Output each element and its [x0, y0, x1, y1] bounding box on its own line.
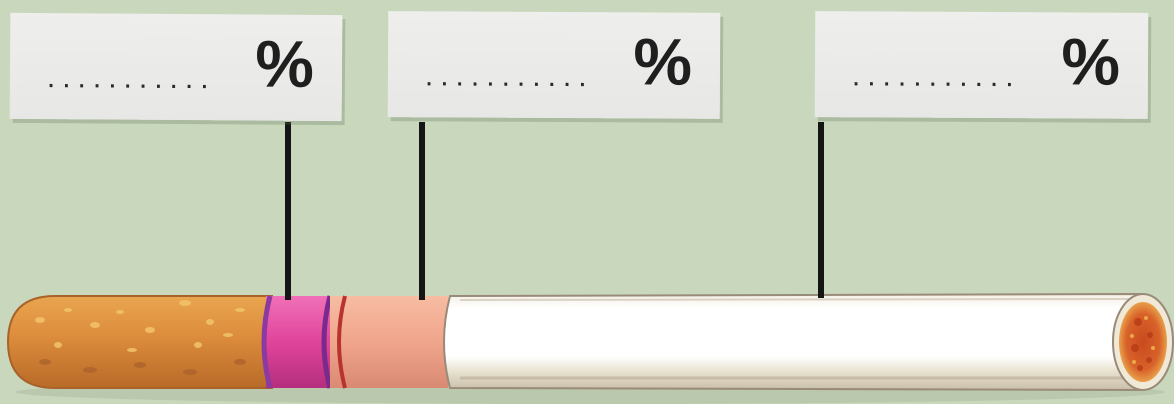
- pointer-line-band-boundary: [419, 122, 425, 300]
- ember-end: [1112, 293, 1174, 391]
- answer-blank-1[interactable]: ...........: [46, 61, 216, 96]
- paper-segment: [443, 292, 1141, 392]
- pointer-line-filter-boundary: [285, 122, 291, 300]
- answer-blank-3[interactable]: ...........: [851, 59, 1021, 94]
- filter-speckles: [35, 300, 245, 352]
- filter-dark-speckles: [39, 359, 246, 375]
- percent-sign-3: %: [1061, 24, 1121, 99]
- percent-sign-2: %: [633, 24, 693, 99]
- answer-blank-2[interactable]: ...........: [424, 59, 594, 94]
- pink-band: [330, 295, 455, 389]
- pointer-line-paper: [818, 122, 824, 298]
- percentage-label-card-2: ........... %: [387, 11, 721, 119]
- percentage-label-card-3: ........... %: [814, 11, 1149, 119]
- percent-sign-1: %: [255, 26, 315, 101]
- percentage-label-card-1: ........... %: [9, 12, 343, 122]
- filter-segment: [6, 295, 273, 389]
- magenta-band: [261, 295, 333, 389]
